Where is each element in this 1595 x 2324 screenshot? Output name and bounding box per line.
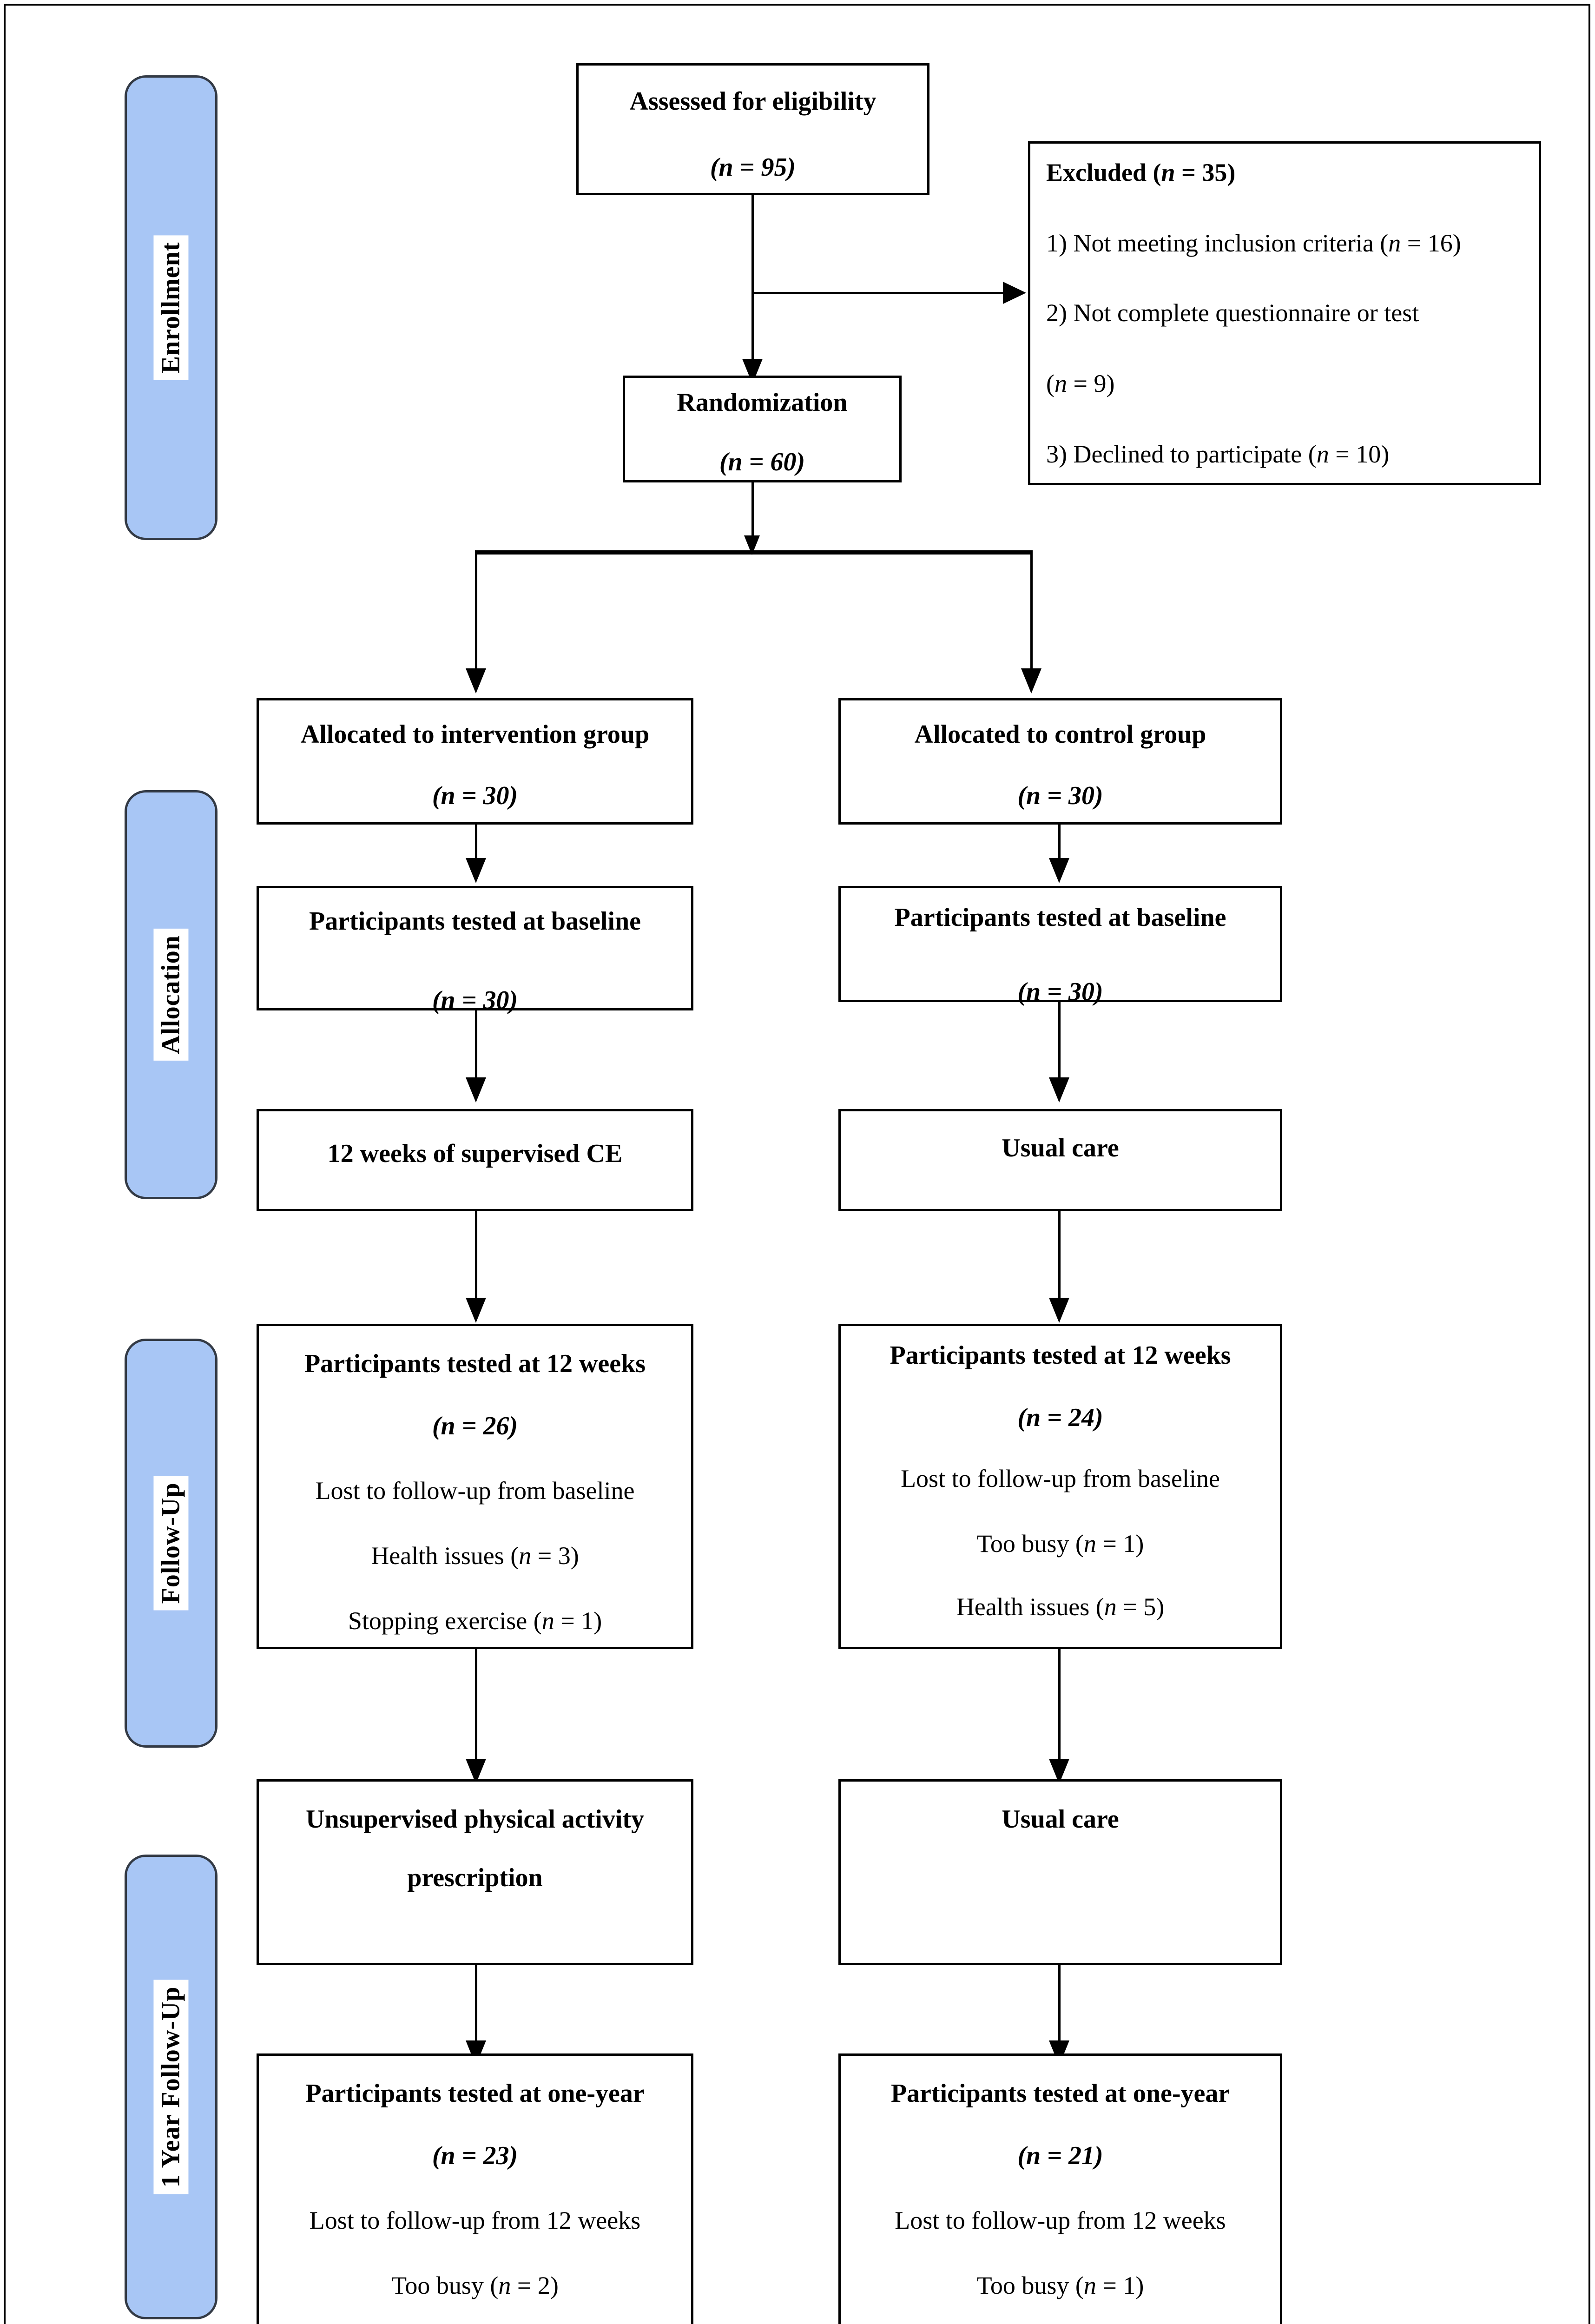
box-assessed-for-eligibility: Assessed for eligibility (n = 95)	[576, 63, 929, 195]
one-year-intervention-lost-header: Lost to follow-up from 12 weeks	[309, 2206, 641, 2234]
control-program-title: Usual care	[1002, 1134, 1119, 1162]
connector-randomization-stem	[751, 482, 754, 553]
box-one-year-intervention: Participants tested at one-year (n = 23)…	[257, 2053, 693, 2324]
one-year-intervention-lost-reason-1: Too busy (n = 2)	[391, 2271, 559, 2299]
connector-assessed-to-randomization	[751, 195, 754, 372]
box-allocated-intervention: Allocated to intervention group (n = 30)	[257, 698, 693, 825]
one-year-control-count: (n = 21)	[1017, 2141, 1103, 2170]
one-year-control-lost-header: Lost to follow-up from 12 weeks	[895, 2206, 1226, 2234]
twelve-weeks-control-title: Participants tested at 12 weeks	[890, 1341, 1231, 1370]
twelve-weeks-control-count: (n = 24)	[1017, 1403, 1103, 1432]
unsupervised-prescription-line-1: Unsupervised physical activity	[305, 1805, 645, 1834]
box-control-program: Usual care	[838, 1109, 1282, 1211]
connector-prescription-to-one-year	[475, 1965, 477, 2056]
randomization-count: (n = 60)	[719, 448, 805, 476]
box-12weeks-intervention: Participants tested at 12 weeks (n = 26)…	[257, 1324, 693, 1649]
connector-baseline-control-to-program	[1058, 1002, 1061, 1093]
one-year-control-title: Participants tested at one-year	[890, 2079, 1230, 2108]
twelve-weeks-control-lost-reason-1: Too busy (n = 1)	[976, 1530, 1144, 1558]
arrowhead-split-left	[466, 668, 486, 693]
baseline-intervention-count: (n = 30)	[432, 986, 518, 1015]
connector-12weeks-intervention-to-prescription	[475, 1649, 477, 1775]
box-allocated-control: Allocated to control group (n = 30)	[838, 698, 1282, 825]
connector-split-left	[475, 550, 477, 683]
stage-pill-enrollment: Enrollment	[125, 75, 218, 540]
arrowhead-baseline-intervention-to-program	[466, 1077, 486, 1103]
allocated-control-count: (n = 30)	[1017, 781, 1103, 810]
baseline-control-title: Participants tested at baseline	[894, 903, 1226, 932]
intervention-program-title: 12 weeks of supervised CE	[327, 1139, 623, 1168]
box-one-year-control: Participants tested at one-year (n = 21)…	[838, 2053, 1282, 2324]
unsupervised-prescription-line-2: prescription	[407, 1863, 543, 1892]
stage-label-allocation: Allocation	[153, 929, 189, 1061]
twelve-weeks-intervention-title: Participants tested at 12 weeks	[304, 1349, 646, 1378]
assessed-count: (n = 95)	[710, 153, 796, 182]
arrowhead-intervention-program-to-12weeks	[466, 1298, 486, 1323]
arrowhead-allocated-control-to-baseline	[1049, 858, 1069, 883]
one-year-control-lost-reason-1: Too busy (n = 1)	[976, 2271, 1144, 2299]
assessed-title: Assessed for eligibility	[629, 87, 877, 116]
stage-label-one-year-follow-up: 1 Year Follow-Up	[153, 1980, 189, 2194]
arrowhead-split-right	[1021, 668, 1041, 693]
twelve-weeks-control-lost-reason-2: Health issues (n = 5)	[956, 1593, 1165, 1621]
excluded-reason-2-count: (n = 9)	[1046, 370, 1115, 397]
box-baseline-intervention: Participants tested at baseline (n = 30)	[257, 886, 693, 1014]
stage-label-follow-up: Follow-Up	[153, 1476, 189, 1611]
twelve-weeks-intervention-lost-reason-2: Stopping exercise (n = 1)	[348, 1607, 602, 1635]
connector-split-right	[1030, 550, 1033, 683]
excluded-reason-3: 3) Declined to participate (n = 10)	[1046, 440, 1390, 468]
control-program-2-title: Usual care	[1002, 1805, 1119, 1834]
excluded-title: Excluded (n = 35)	[1046, 158, 1236, 186]
figure-frame	[4, 4, 1590, 2324]
box-intervention-program: 12 weeks of supervised CE	[257, 1109, 693, 1211]
one-year-intervention-count: (n = 23)	[432, 2141, 518, 2170]
connector-intervention-program-to-12weeks	[475, 1211, 477, 1312]
allocated-intervention-title: Allocated to intervention group	[300, 720, 650, 749]
box-baseline-control: Participants tested at baseline (n = 30)	[838, 886, 1282, 1005]
allocated-intervention-count: (n = 30)	[432, 781, 518, 810]
connector-assessed-to-excluded	[752, 292, 1003, 294]
allocated-control-title: Allocated to control group	[914, 720, 1206, 749]
box-excluded: Excluded (n = 35) 1) Not meeting inclusi…	[1028, 141, 1541, 485]
arrowhead-control-program-to-12weeks	[1049, 1298, 1069, 1323]
randomization-title: Randomization	[677, 388, 848, 417]
baseline-intervention-title: Participants tested at baseline	[309, 907, 641, 936]
connector-12weeks-control-to-usual-care	[1058, 1649, 1061, 1775]
twelve-weeks-intervention-lost-reason-1: Health issues (n = 3)	[371, 1542, 579, 1570]
connector-control-program-to-12weeks	[1058, 1211, 1061, 1312]
excluded-reason-1: 1) Not meeting inclusion criteria (n = 1…	[1046, 229, 1461, 257]
baseline-control-count: (n = 30)	[1017, 977, 1103, 1006]
arrowhead-baseline-control-to-program	[1049, 1077, 1069, 1103]
stage-pill-one-year-follow-up: 1 Year Follow-Up	[125, 1855, 218, 2319]
twelve-weeks-control-lost-header: Lost to follow-up from baseline	[901, 1465, 1220, 1492]
arrowhead-allocated-intervention-to-baseline	[466, 858, 486, 883]
connector-allocated-control-to-baseline	[1058, 825, 1061, 871]
box-randomization: Randomization (n = 60)	[623, 376, 902, 482]
stage-label-enrollment: Enrollment	[153, 235, 189, 380]
arrowhead-assessed-to-excluded	[1003, 282, 1026, 304]
excluded-reason-2: 2) Not complete questionnaire or test	[1046, 299, 1419, 327]
connector-baseline-intervention-to-program	[475, 1010, 477, 1094]
arrowhead-randomization-stem	[744, 535, 760, 555]
stage-pill-follow-up: Follow-Up	[125, 1339, 218, 1748]
twelve-weeks-intervention-lost-header: Lost to follow-up from baseline	[315, 1477, 635, 1505]
box-12weeks-control: Participants tested at 12 weeks (n = 24)…	[838, 1324, 1282, 1649]
twelve-weeks-intervention-count: (n = 26)	[432, 1412, 518, 1440]
connector-allocated-intervention-to-baseline	[475, 825, 477, 871]
connector-usual-care-to-one-year	[1058, 1965, 1061, 2056]
box-unsupervised-prescription: Unsupervised physical activity prescript…	[257, 1779, 693, 1965]
stage-pill-allocation: Allocation	[125, 790, 218, 1199]
one-year-intervention-title: Participants tested at one-year	[305, 2079, 645, 2108]
box-control-program-2: Usual care	[838, 1779, 1282, 1965]
